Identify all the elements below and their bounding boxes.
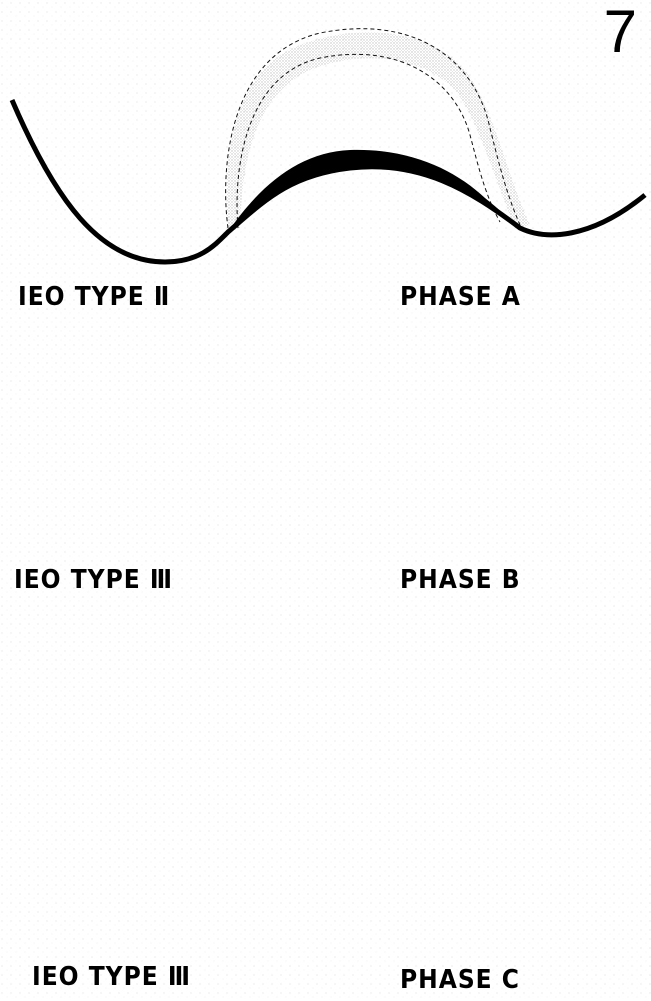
panel-a-phase-label: PHASE A (400, 282, 521, 312)
panel-c-phase-label: PHASE C (400, 965, 520, 995)
panel-c-type-label: IEO TYPE Ⅲ (32, 962, 191, 992)
panel-b-type-label: IEO TYPE Ⅲ (14, 565, 173, 595)
panel-a-type-label: IEO TYPE Ⅱ (18, 282, 170, 312)
panel-b-phase-label: PHASE B (400, 565, 521, 595)
figure-number: 7 (604, 2, 637, 62)
